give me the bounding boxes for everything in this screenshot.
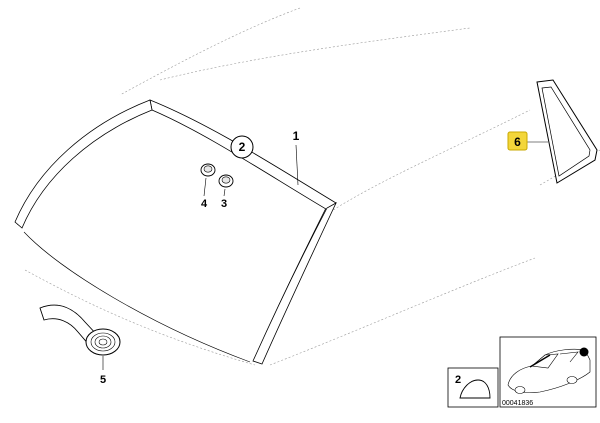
rear-side-window[interactable]	[536, 79, 598, 184]
sill-line	[269, 257, 536, 366]
inset-car-icon	[507, 348, 591, 394]
callout-6-highlight[interactable]: 6	[507, 131, 528, 151]
callout-2[interactable]: 2	[230, 135, 254, 159]
callout-1-label[interactable]: 1	[293, 129, 300, 143]
windshield[interactable]	[14, 99, 337, 365]
windshield-molding-right	[252, 202, 337, 365]
leader-part-4	[203, 177, 207, 197]
inset-panel: 00041836	[499, 336, 597, 408]
hood-line	[24, 269, 256, 366]
callout-3-label[interactable]: 3	[221, 198, 227, 210]
windshield-outer-frame	[17, 102, 333, 363]
roof-line-upper	[119, 7, 301, 96]
car-outline	[24, 7, 600, 366]
leader-part-3	[223, 188, 226, 197]
roof-line-lower	[329, 109, 531, 213]
callout-5-label[interactable]: 5	[100, 374, 106, 386]
callout-2-label: 2	[239, 140, 246, 154]
inset-part-frame	[447, 367, 499, 408]
sensor-part-4[interactable]	[200, 163, 216, 177]
seal-shape	[459, 379, 491, 399]
callout-6-label: 6	[514, 135, 521, 149]
rear-roof-line	[159, 27, 471, 81]
inset-part-label: 2	[455, 374, 461, 386]
callout-4-label[interactable]: 4	[201, 198, 208, 210]
sensor-part-3[interactable]	[218, 174, 234, 188]
inset-location-marker	[579, 347, 589, 357]
callout-6-box	[507, 131, 528, 151]
windshield-glass-edge	[23, 231, 251, 363]
inset-image-code: 00041836	[502, 400, 533, 407]
windshield-molding-left	[14, 99, 153, 229]
side-window-inner	[541, 86, 591, 177]
leader-part-1	[295, 144, 299, 186]
adhesive-tape-roll[interactable]	[39, 304, 121, 356]
inset-seal-part[interactable]: 2	[447, 367, 499, 408]
